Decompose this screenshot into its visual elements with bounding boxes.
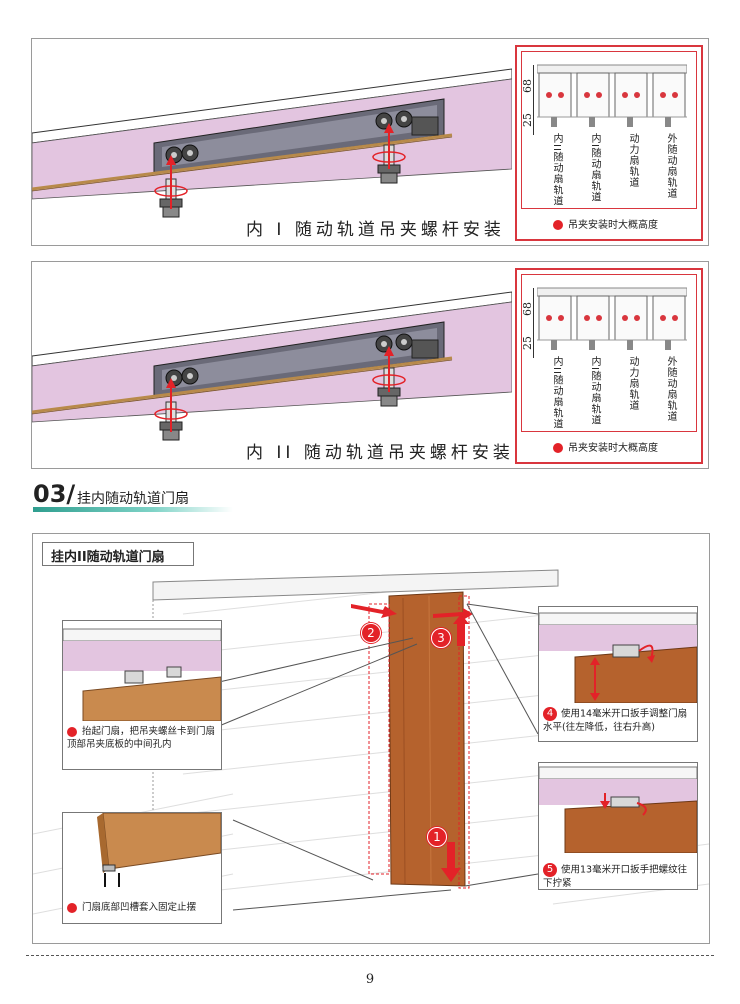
install-panel-1: 内 I 随动轨道吊夹螺杆安装 68 25 内II随动扇轨道 内I随动扇轨道 动力… <box>31 38 709 246</box>
bracket-row-1 <box>537 64 687 127</box>
callout-bottom-text: 门扇底部凹槽套入固定止摆 <box>67 901 217 914</box>
section-number: 03/ <box>33 480 76 508</box>
footer-dashed-rule <box>26 955 714 956</box>
callout-lift-door: 抬起门扇，把吊夹螺丝卡到门扇顶部吊夹底板的中间孔内 <box>62 620 222 770</box>
inset-frame <box>521 274 697 432</box>
track-label-inner-1: 内I随动扇轨道 <box>589 133 600 203</box>
section-underline <box>33 507 233 512</box>
dim-line <box>533 288 534 358</box>
step-marker-1: 1 <box>427 827 447 847</box>
page-number: 9 <box>365 972 375 987</box>
section-title: 挂内随动轨道门扇 <box>77 491 189 507</box>
track-illustration-2 <box>32 291 512 441</box>
track-label-power: 动力扇轨道 <box>627 356 638 411</box>
panel-2-note: 吊夹安装时大概高度 <box>553 442 658 455</box>
track-illustration-1 <box>32 68 512 218</box>
step-badge-4: 4 <box>543 707 557 721</box>
dim-25: 25 <box>521 113 534 127</box>
red-dot-icon <box>553 220 563 230</box>
main-title-box: 挂内II随动轨道门扇 <box>42 542 194 566</box>
section-header: 03/ 挂内随动轨道门扇 <box>33 480 233 512</box>
install-panel-2: 内 II 随动轨道吊夹螺杆安装 68 25 内II随动扇轨道 内I随动扇轨道 动… <box>31 261 709 469</box>
callout-step4-illustration <box>539 612 697 703</box>
track-label-inner-2: 内II随动扇轨道 <box>551 356 562 430</box>
track-label-inner-1: 内I随动扇轨道 <box>589 356 600 426</box>
panel-2-caption: 内 II 随动轨道吊夹螺杆安装 <box>246 443 514 463</box>
track-label-outer: 外随动扇轨道 <box>665 356 676 422</box>
dim-68: 68 <box>521 79 534 93</box>
callout-lift-illustration <box>63 628 221 721</box>
hang-door-panel: 挂内II随动轨道门扇 <box>32 533 710 944</box>
callout-step5-illustration <box>539 766 697 853</box>
panel-1-note: 吊夹安装时大概高度 <box>553 219 658 232</box>
callout-bottom-groove: 门扇底部凹槽套入固定止摆 <box>62 812 222 924</box>
track-label-outer: 外随动扇轨道 <box>665 133 676 199</box>
red-dot-icon <box>67 902 77 913</box>
bracket-row-2 <box>537 287 687 350</box>
panel-2-height-inset: 68 25 内II随动扇轨道 内I随动扇轨道 动力扇轨道 外随动扇轨道 吊夹安装… <box>515 268 703 464</box>
callout-bottom-illustration <box>97 813 221 887</box>
panel-1-caption: 内 I 随动轨道吊夹螺杆安装 <box>246 220 505 240</box>
main-title: 挂内II随动轨道门扇 <box>51 550 165 565</box>
step-marker-2: 2 <box>361 623 381 643</box>
track-label-inner-2: 内II随动扇轨道 <box>551 133 562 207</box>
track-label-power: 动力扇轨道 <box>627 133 638 188</box>
callout-lift-text: 抬起门扇，把吊夹螺丝卡到门扇顶部吊夹底板的中间孔内 <box>67 726 216 750</box>
red-dot-icon <box>553 443 563 453</box>
dim-68: 68 <box>521 302 534 316</box>
dim-25: 25 <box>521 336 534 350</box>
panel-1-height-inset: 68 25 内II随动扇轨道 内I随动扇轨道 动力扇轨道 外随动扇轨道 吊夹安装… <box>515 45 703 241</box>
inset-frame <box>521 51 697 209</box>
dim-line <box>533 65 534 135</box>
scene-illustration <box>33 569 709 915</box>
step-marker-3: 3 <box>431 628 451 648</box>
red-dot-icon <box>67 726 77 737</box>
step-badge-5: 5 <box>543 863 557 877</box>
